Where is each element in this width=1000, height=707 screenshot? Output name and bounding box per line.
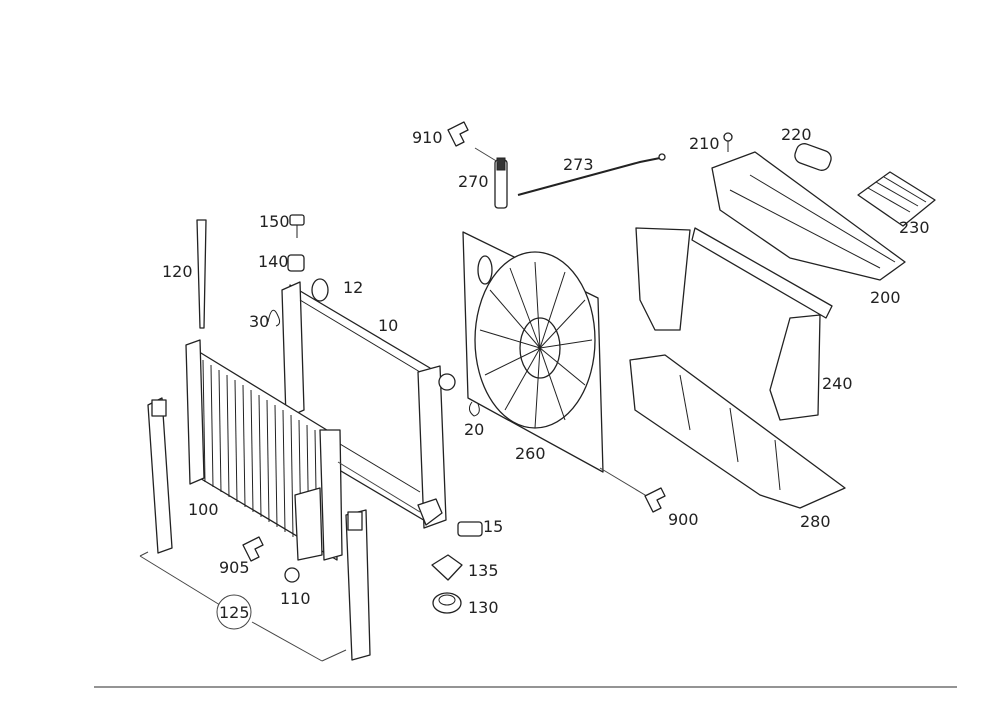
cable-part — [517, 153, 666, 196]
part-230 — [857, 171, 936, 227]
arrow-905-icon — [242, 536, 264, 562]
label-125: 125 — [219, 603, 250, 622]
upper-air-duct-part — [711, 151, 906, 281]
part-150 — [289, 214, 305, 238]
label-20: 20 — [464, 420, 484, 439]
label-10: 10 — [378, 316, 398, 335]
label-260: 260 — [515, 444, 546, 463]
label-200: 200 — [870, 288, 901, 307]
label-130: 130 — [468, 598, 499, 617]
assembly-circle — [216, 594, 252, 630]
arrow-900-icon — [644, 487, 666, 513]
clip-30-part — [267, 309, 281, 327]
part-220 — [794, 143, 832, 171]
label-15: 15 — [483, 517, 503, 536]
label-220: 220 — [781, 125, 812, 144]
label-230: 230 — [899, 218, 930, 237]
label-100: 100 — [188, 500, 219, 519]
label-12: 12 — [343, 278, 363, 297]
part-140 — [287, 254, 305, 272]
label-273: 273 — [563, 155, 594, 174]
label-900: 900 — [668, 510, 699, 529]
label-240: 240 — [822, 374, 853, 393]
lower-air-guide-part — [629, 354, 846, 509]
label-270: 270 — [458, 172, 489, 191]
sensor-part — [494, 157, 508, 209]
right-bracket-part — [345, 509, 371, 661]
ring-12-part — [311, 278, 329, 302]
radiator-part — [281, 281, 456, 529]
label-280: 280 — [800, 512, 831, 531]
label-140: 140 — [258, 252, 289, 271]
air-guide-part — [635, 227, 833, 421]
label-110: 110 — [280, 589, 311, 608]
part-130 — [432, 592, 462, 614]
clip-210-part — [723, 132, 733, 152]
clip-20-part — [468, 401, 480, 417]
label-135: 135 — [468, 561, 499, 580]
condenser-part — [185, 339, 343, 561]
fan-shroud-part — [462, 231, 604, 473]
arrow-910-icon — [447, 121, 469, 147]
left-bracket-part — [147, 397, 173, 554]
part-120 — [196, 219, 207, 329]
label-30: 30 — [249, 312, 269, 331]
label-910: 910 — [412, 128, 443, 147]
label-210: 210 — [689, 134, 720, 153]
label-905: 905 — [219, 558, 250, 577]
label-120: 120 — [162, 262, 193, 281]
part-110 — [284, 567, 300, 583]
part-15 — [457, 521, 483, 537]
leader-lines — [139, 147, 651, 662]
part-135 — [431, 554, 463, 581]
label-150: 150 — [259, 212, 290, 231]
